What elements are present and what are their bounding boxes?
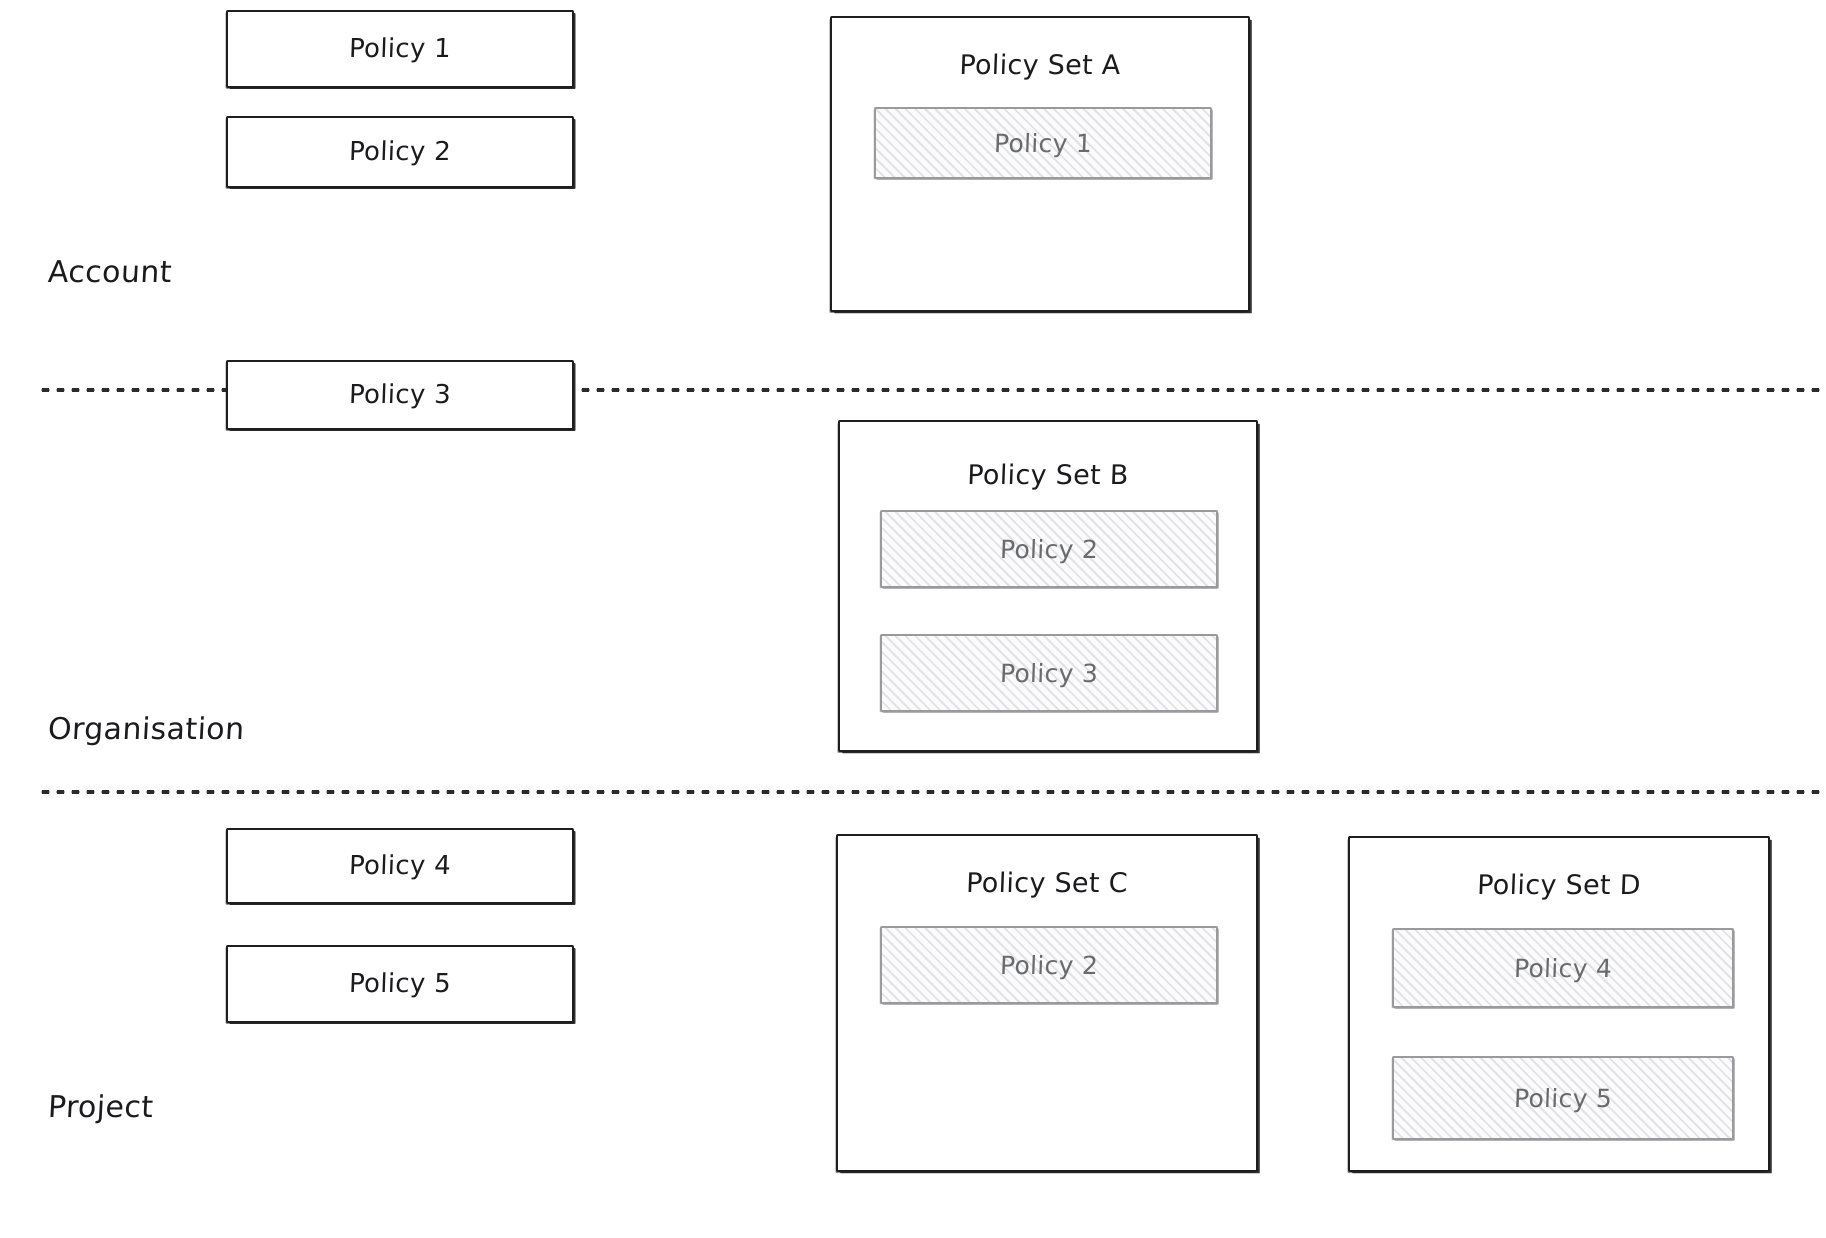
policy-set-title: Policy Set C bbox=[965, 868, 1129, 899]
policy-chip-label: Policy 3 bbox=[999, 658, 1099, 688]
policy-box-label: Policy 1 bbox=[348, 34, 452, 64]
policy-chip-label: Policy 5 bbox=[1513, 1083, 1613, 1113]
policy-set-title: Policy Set D bbox=[1476, 870, 1642, 901]
policy-chip-policy-1[interactable]: Policy 1 bbox=[874, 107, 1212, 179]
tier-label-project: Project bbox=[47, 1090, 155, 1125]
policy-set-title: Policy Set B bbox=[966, 460, 1130, 491]
tier-label-account: Account bbox=[47, 255, 173, 290]
policy-set-c[interactable]: Policy Set C Policy 2 bbox=[836, 834, 1258, 1172]
policy-box-policy-3[interactable]: Policy 3 bbox=[226, 360, 574, 430]
policy-box-policy-2[interactable]: Policy 2 bbox=[226, 116, 574, 188]
policy-box-label: Policy 4 bbox=[348, 851, 452, 881]
policy-chip-label: Policy 2 bbox=[999, 950, 1099, 980]
policy-box-policy-5[interactable]: Policy 5 bbox=[226, 945, 574, 1023]
policy-chip-label: Policy 1 bbox=[993, 128, 1093, 158]
policy-set-b[interactable]: Policy Set B Policy 2 Policy 3 bbox=[838, 420, 1258, 752]
tier-divider-organisation-project bbox=[38, 790, 1826, 794]
policy-box-label: Policy 2 bbox=[348, 137, 452, 167]
policy-chip-policy-2[interactable]: Policy 2 bbox=[880, 926, 1218, 1004]
policy-box-policy-1[interactable]: Policy 1 bbox=[226, 10, 574, 88]
tier-divider-account-organisation bbox=[38, 388, 1826, 392]
policy-chip-policy-2[interactable]: Policy 2 bbox=[880, 510, 1218, 588]
policy-box-label: Policy 3 bbox=[348, 380, 452, 410]
policy-set-a[interactable]: Policy Set A Policy 1 bbox=[830, 16, 1250, 312]
policy-chip-policy-3[interactable]: Policy 3 bbox=[880, 634, 1218, 712]
policy-set-title: Policy Set A bbox=[958, 50, 1122, 81]
policy-box-policy-4[interactable]: Policy 4 bbox=[226, 828, 574, 904]
policy-set-d[interactable]: Policy Set D Policy 4 Policy 5 bbox=[1348, 836, 1770, 1172]
policy-box-label: Policy 5 bbox=[348, 969, 452, 999]
policy-chip-policy-4[interactable]: Policy 4 bbox=[1392, 928, 1734, 1008]
policy-chip-label: Policy 4 bbox=[1513, 953, 1613, 983]
policy-chip-policy-5[interactable]: Policy 5 bbox=[1392, 1056, 1734, 1140]
tier-label-organisation: Organisation bbox=[47, 712, 246, 747]
policy-chip-label: Policy 2 bbox=[999, 534, 1099, 564]
